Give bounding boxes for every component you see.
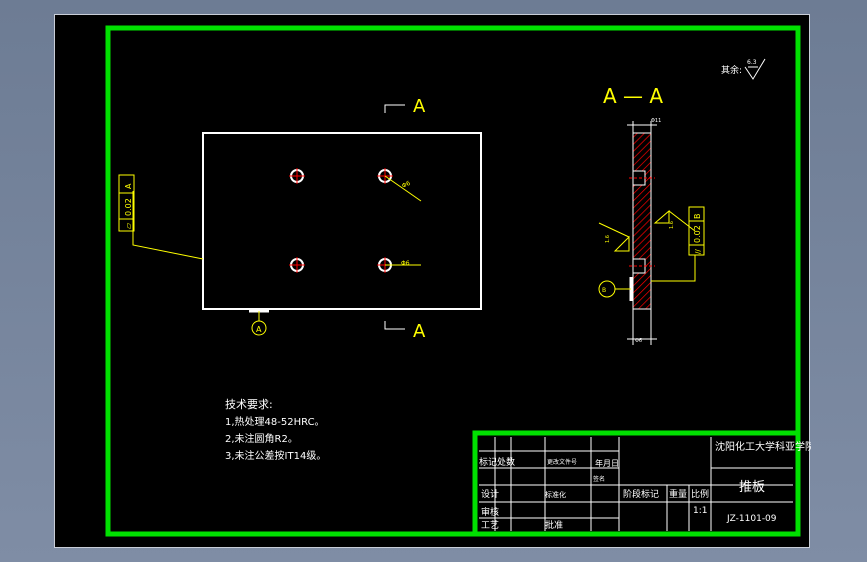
hole-dimension-bottom: Φ6 xyxy=(401,260,410,267)
tech-req-title: 技术要求: xyxy=(225,398,273,411)
title-scale-value: 1:1 xyxy=(693,506,707,516)
parallel-frame xyxy=(688,206,705,256)
thickness-dim-top: Φ11 xyxy=(651,118,661,124)
title-ratio: 比例 xyxy=(691,488,709,500)
datum-a-label: A xyxy=(256,325,262,334)
title-review: 审核 xyxy=(481,506,499,518)
parallel-value: 0.02 xyxy=(693,225,702,243)
section-marker-bottom: A xyxy=(413,321,426,342)
title-drawing-no: JZ-1101-09 xyxy=(726,514,777,524)
roughness-symbol-icon xyxy=(744,58,766,80)
thickness-dim-bottom: Φ6 xyxy=(635,338,642,344)
title-date: 年月日 xyxy=(595,458,619,468)
tech-req-item-1: 1,热处理48-52HRC。 xyxy=(225,415,325,428)
parallel-datum: B xyxy=(693,214,702,220)
title-mark: 标记 xyxy=(479,456,497,468)
title-school: 沈阳化工大学科亚学院 xyxy=(715,440,811,453)
surface-roughness-left: 1.6 xyxy=(605,235,611,243)
title-part-name: 推板 xyxy=(739,480,765,495)
title-block xyxy=(472,430,801,537)
title-standard: 标准化 xyxy=(545,490,566,499)
title-weight: 重量 xyxy=(669,488,687,500)
plate-plan-view xyxy=(202,132,482,310)
section-marker-top: A xyxy=(413,96,426,117)
datum-a-circle xyxy=(251,320,267,336)
section-cut-top xyxy=(384,104,405,113)
section-cut-bottom xyxy=(384,321,405,330)
parallel-symbol-icon: // xyxy=(694,249,702,254)
hole-bottom-left xyxy=(289,257,305,273)
title-approve: 批准 xyxy=(545,519,563,531)
leader-parallel xyxy=(651,255,696,282)
datum-b-circle xyxy=(598,280,616,298)
section-view-title: A — A xyxy=(603,84,663,108)
leader-hole-top xyxy=(384,175,422,202)
hole-dimension-top: Φ6 xyxy=(401,180,412,190)
leader-flatness xyxy=(132,191,204,260)
title-process: 工艺 xyxy=(481,520,499,531)
cad-drawing: 其余: 6.3 Φ6 Φ6 A A A 0.02 ▱ A A — A xyxy=(105,25,811,537)
title-design: 设计 xyxy=(481,488,499,500)
surface-mark-left-icon xyxy=(613,235,630,252)
datum-b-label: B xyxy=(602,287,606,294)
surface-mark-right-icon xyxy=(653,209,670,224)
title-count: 处数 xyxy=(497,456,515,468)
flatness-frame xyxy=(118,174,135,232)
title-signature: 签名 xyxy=(593,475,605,483)
drawing-viewport[interactable]: 其余: 6.3 Φ6 Φ6 A A A 0.02 ▱ A A — A xyxy=(54,14,811,548)
roughness-value: 6.3 xyxy=(747,59,757,66)
title-zone: 更改文件号 xyxy=(547,458,577,466)
drawing-border xyxy=(105,25,801,537)
section-body xyxy=(632,132,652,310)
flatness-value: 0.02 xyxy=(124,198,133,216)
surface-roughness-right: 1.6 xyxy=(669,221,675,229)
tech-req-item-3: 3,未注公差按IT14级。 xyxy=(225,449,326,462)
hole-top-left xyxy=(289,168,305,184)
flatness-symbol-icon: ▱ xyxy=(124,222,133,229)
roughness-label: 其余: xyxy=(721,64,742,76)
title-stage-mark: 阶段标记 xyxy=(623,488,659,500)
tech-req-item-2: 2,未注圆角R2。 xyxy=(225,432,298,445)
flatness-datum: A xyxy=(124,183,133,189)
